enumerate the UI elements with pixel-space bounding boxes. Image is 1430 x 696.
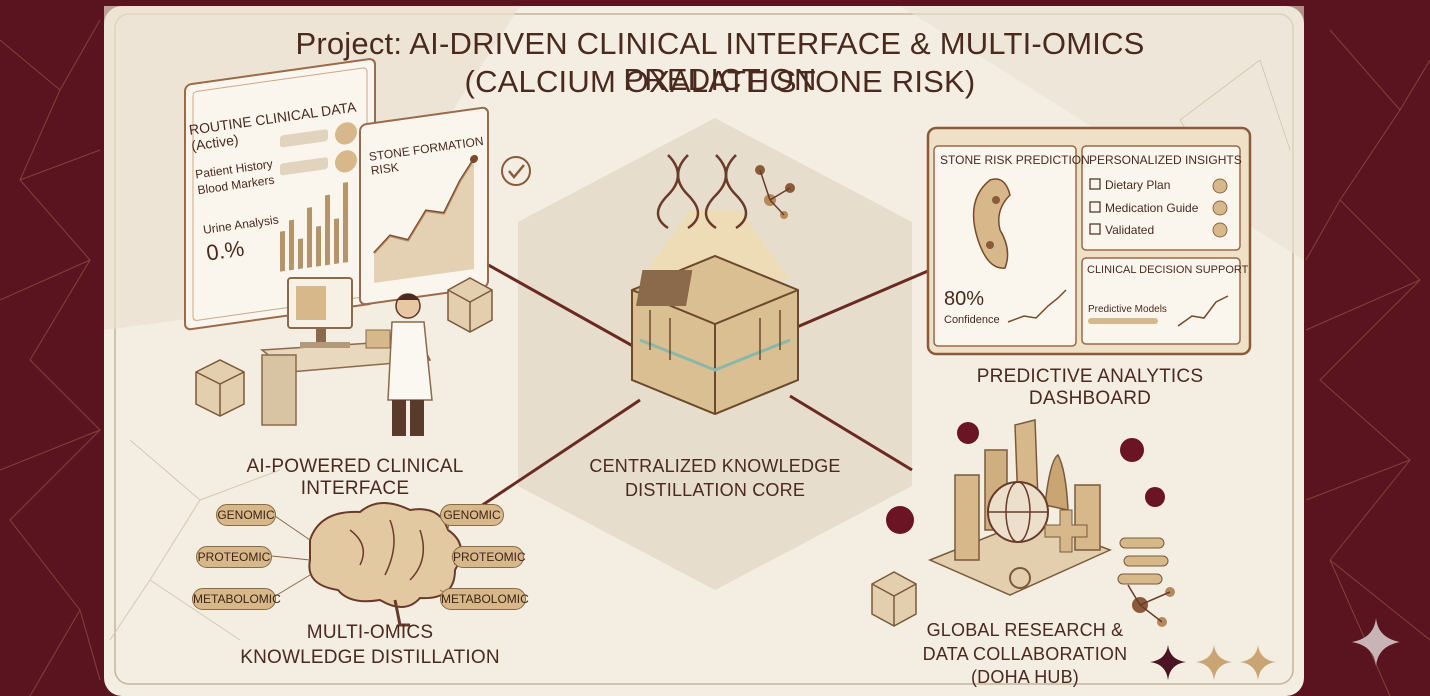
insight-validated: Validated — [1105, 223, 1155, 237]
pill-genomic-right: GENOMIC — [440, 504, 504, 526]
doctor-at-desk-illustration — [259, 277, 433, 436]
distillation-core-server — [631, 210, 799, 416]
doha-city-illustration — [928, 419, 1112, 596]
sparkle-icons — [1150, 618, 1400, 680]
dashboard-label: PREDICTIVE ANALYTICS DASHBOARD — [976, 366, 1204, 409]
title-line-2: (CALCIUM OXALATE STONE RISK) — [464, 64, 976, 99]
confidence-label: Confidence — [944, 314, 1000, 326]
core-label-line-1: CENTRALIZED KNOWLEDGE — [589, 456, 841, 476]
pill-proteomic-right: PROTEOMIC — [452, 546, 526, 568]
omics-label-line-2: KNOWLEDGE DISTILLATION — [240, 647, 500, 668]
dna-icons — [656, 154, 748, 230]
core-label-line-2: DISTILLATION CORE — [624, 480, 806, 500]
clinical-data-panel — [184, 58, 376, 331]
pill-metabolomic-left: METABOLOMIC — [192, 588, 281, 610]
insight-dietary-plan: Dietary Plan — [1105, 178, 1171, 192]
data-cube-icons — [195, 277, 917, 627]
small-network-icon — [1127, 584, 1175, 627]
side-network-lines — [0, 19, 1430, 696]
support-title: CLINICAL DECISION SUPPORT — [1087, 264, 1249, 276]
clinical-interface-label: AI-POWERED CLINICAL INTERFACE — [246, 456, 464, 499]
collaboration-nodes — [886, 422, 1165, 534]
check-circle-icon — [501, 156, 531, 186]
stone-risk-title: STONE RISK PREDICTION — [940, 153, 1090, 167]
clinical-panel-text: ROUTINE CLINICAL DATA (Active) Patient H… — [188, 96, 392, 266]
connector-lines — [457, 246, 936, 510]
omics-label-line-1: MULTI-OMICS — [306, 622, 434, 643]
molecule-icon — [755, 165, 795, 219]
global-label-line-3: (DOHA HUB) — [970, 667, 1079, 687]
support-item: Predictive Models — [1088, 304, 1167, 315]
global-label-line-1: GLOBAL RESEARCH & — [926, 620, 1124, 640]
pill-proteomic-left: PROTEOMIC — [196, 546, 272, 568]
global-label-line-2: DATA COLLABORATION — [922, 644, 1128, 664]
dashboard-frame — [926, 126, 1252, 356]
pill-genomic-left: GENOMIC — [216, 504, 276, 526]
stone-risk-chart-panel — [359, 106, 489, 306]
pill-metabolomic-right: METABOLOMIC — [440, 588, 529, 610]
insight-medication-guide: Medication Guide — [1105, 201, 1199, 215]
title-line-1: Project: AI-DRIVEN CLINICAL INTERFACE & … — [295, 26, 1145, 97]
insights-title: PERSONALIZED INSIGHTS — [1089, 153, 1242, 167]
brain-illustration — [308, 502, 463, 627]
confidence-value: 80% — [944, 288, 985, 310]
collaboration-pills — [1117, 537, 1169, 585]
